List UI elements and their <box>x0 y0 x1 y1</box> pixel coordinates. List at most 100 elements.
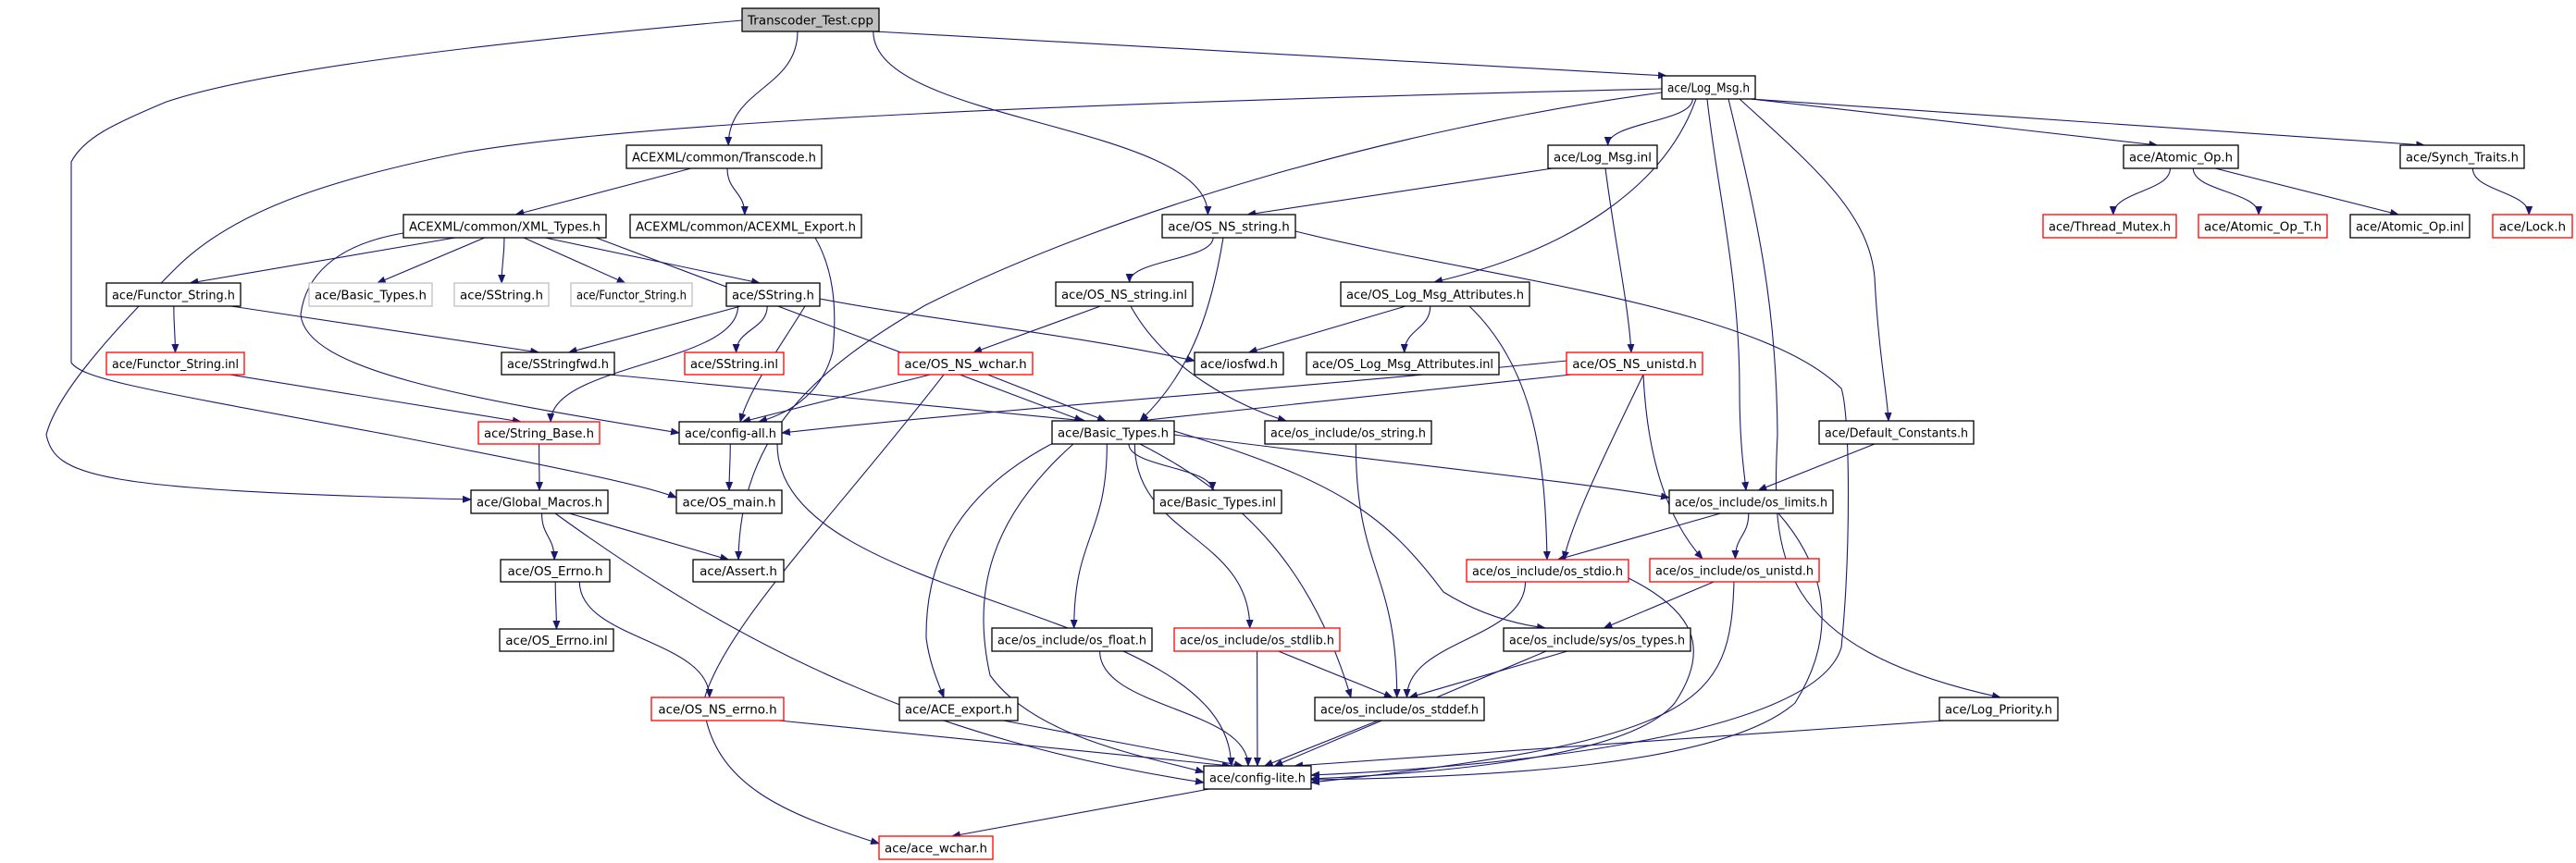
node-sys-os-types-h[interactable]: ace/os_include/sys/os_types.h <box>1503 627 1691 652</box>
node-box[interactable] <box>2492 214 2573 239</box>
node-os-unistd-h[interactable]: ace/os_include/os_unistd.h <box>1649 558 1820 583</box>
node-box[interactable] <box>1566 351 1703 376</box>
node-box[interactable] <box>1340 281 1530 307</box>
node-box[interactable] <box>898 351 1034 376</box>
node-box[interactable] <box>1649 558 1820 583</box>
node-os-log-msg-attributes-inl[interactable]: ace/OS_Log_Msg_Attributes.inl <box>1306 351 1500 376</box>
node-functor-string-inl[interactable]: ace/Functor_String.inl <box>105 351 245 376</box>
node-log-msg-h[interactable]: ace/Log_Msg.h <box>1661 75 1756 100</box>
node-basic-types-h-gray[interactable]: ace/Basic_Types.h <box>308 282 433 307</box>
node-box[interactable] <box>625 144 823 169</box>
node-iosfwd-h[interactable]: ace/iosfwd.h <box>1194 351 1284 376</box>
node-box[interactable] <box>684 351 785 376</box>
node-os-string-h[interactable]: ace/os_include/os_string.h <box>1264 420 1432 445</box>
node-atomic-op-inl[interactable]: ace/Atomic_Op.inl <box>2349 214 2471 239</box>
node-basic-types-h[interactable]: ace/Basic_Types.h <box>1051 420 1175 445</box>
node-box[interactable] <box>1547 144 1658 169</box>
node-box[interactable] <box>678 421 783 445</box>
node-box[interactable] <box>741 7 880 32</box>
node-os-limits-h[interactable]: ace/os_include/os_limits.h <box>1668 489 1834 514</box>
node-config-lite-h[interactable]: ace/config-lite.h <box>1203 765 1312 790</box>
node-box[interactable] <box>1161 214 1296 239</box>
node-box[interactable] <box>570 282 693 307</box>
node-sstring-inl[interactable]: ace/SString.inl <box>684 351 785 376</box>
node-basic-types-inl[interactable]: ace/Basic_Types.inl <box>1153 489 1282 514</box>
node-box[interactable] <box>2399 144 2525 169</box>
node-os-errno-h[interactable]: ace/OS_Errno.h <box>500 559 611 583</box>
node-box[interactable] <box>501 351 615 376</box>
node-box[interactable] <box>2042 214 2177 239</box>
node-box[interactable] <box>1503 627 1691 652</box>
node-sstring-h-gray[interactable]: ace/SString.h <box>453 282 550 307</box>
node-box[interactable] <box>692 559 785 583</box>
node-atomic-op-t-h[interactable]: ace/Atomic_Op_T.h <box>2198 214 2328 239</box>
node-box[interactable] <box>725 282 821 307</box>
node-ace-wchar-h[interactable]: ace/ace_wchar.h <box>878 835 994 860</box>
node-os-stdio-h[interactable]: ace/os_include/os_stdio.h <box>1466 559 1629 583</box>
node-box[interactable] <box>470 489 609 514</box>
node-os-ns-unistd-h[interactable]: ace/OS_NS_unistd.h <box>1566 351 1703 376</box>
node-log-msg-inl[interactable]: ace/Log_Msg.inl <box>1547 144 1658 169</box>
node-log-priority-h[interactable]: ace/Log_Priority.h <box>1938 697 2059 721</box>
node-box[interactable] <box>898 697 1019 721</box>
node-assert-h[interactable]: ace/Assert.h <box>692 559 785 583</box>
node-synch-traits-h[interactable]: ace/Synch_Traits.h <box>2399 144 2525 169</box>
node-atomic-op-h[interactable]: ace/Atomic_Op.h <box>2123 144 2239 169</box>
node-ace-export-h[interactable]: ace/ACE_export.h <box>898 697 1019 721</box>
node-box[interactable] <box>1264 420 1432 445</box>
node-box[interactable] <box>1153 489 1282 514</box>
node-box[interactable] <box>2123 144 2239 169</box>
node-box[interactable] <box>499 628 614 652</box>
node-box[interactable] <box>1203 765 1312 790</box>
node-os-ns-string-h[interactable]: ace/OS_NS_string.h <box>1161 214 1296 239</box>
node-box[interactable] <box>105 351 245 376</box>
node-os-ns-string-inl[interactable]: ace/OS_NS_string.inl <box>1055 281 1194 307</box>
node-box[interactable] <box>105 282 242 307</box>
node-box[interactable] <box>675 489 783 514</box>
node-functor-string-h-gray[interactable]: ace/Functor_String.h <box>570 282 693 307</box>
node-transcode-h[interactable]: ACEXML/common/Transcode.h <box>625 144 823 169</box>
node-root[interactable]: Transcoder_Test.cpp <box>741 7 880 32</box>
node-os-ns-errno-h[interactable]: ace/OS_NS_errno.h <box>650 697 785 721</box>
node-box[interactable] <box>477 421 601 445</box>
node-os-errno-inl[interactable]: ace/OS_Errno.inl <box>499 628 614 652</box>
node-box[interactable] <box>1306 351 1500 376</box>
node-config-all-h[interactable]: ace/config-all.h <box>678 421 783 445</box>
node-box[interactable] <box>1818 420 1975 445</box>
node-acexml-export-h[interactable]: ACEXML/common/ACEXML_Export.h <box>629 214 862 239</box>
node-box[interactable] <box>1173 627 1341 652</box>
node-box[interactable] <box>453 282 550 307</box>
node-box[interactable] <box>991 627 1153 652</box>
node-box[interactable] <box>629 214 862 239</box>
node-box[interactable] <box>308 282 433 307</box>
node-sstringfwd-h[interactable]: ace/SStringfwd.h <box>501 351 615 376</box>
node-os-ns-wchar-h[interactable]: ace/OS_NS_wchar.h <box>898 351 1034 376</box>
node-thread-mutex-h[interactable]: ace/Thread_Mutex.h <box>2042 214 2177 239</box>
node-xml-types-h[interactable]: ACEXML/common/XML_Types.h <box>402 214 607 239</box>
node-functor-string-h[interactable]: ace/Functor_String.h <box>105 282 242 307</box>
node-box[interactable] <box>2349 214 2471 239</box>
node-global-macros-h[interactable]: ace/Global_Macros.h <box>470 489 609 514</box>
node-os-stddef-h[interactable]: ace/os_include/os_stddef.h <box>1314 697 1485 721</box>
node-os-stdlib-h[interactable]: ace/os_include/os_stdlib.h <box>1173 627 1341 652</box>
node-box[interactable] <box>1661 75 1756 100</box>
node-string-base-h[interactable]: ace/String_Base.h <box>477 421 601 445</box>
node-box[interactable] <box>500 559 611 583</box>
node-box[interactable] <box>1314 697 1485 721</box>
node-box[interactable] <box>402 214 607 239</box>
node-os-log-msg-attributes-h[interactable]: ace/OS_Log_Msg_Attributes.h <box>1340 281 1530 307</box>
node-os-float-h[interactable]: ace/os_include/os_float.h <box>991 627 1153 652</box>
node-box[interactable] <box>1668 489 1834 514</box>
node-box[interactable] <box>1051 420 1175 445</box>
node-box[interactable] <box>1055 281 1194 307</box>
node-box[interactable] <box>878 835 994 860</box>
node-box[interactable] <box>1938 697 2059 721</box>
node-box[interactable] <box>1466 559 1629 583</box>
node-default-constants-h[interactable]: ace/Default_Constants.h <box>1818 420 1975 445</box>
node-box[interactable] <box>2198 214 2328 239</box>
node-box[interactable] <box>650 697 785 721</box>
node-os-main-h[interactable]: ace/OS_main.h <box>675 489 783 514</box>
node-lock-h[interactable]: ace/Lock.h <box>2492 214 2573 239</box>
node-sstring-h[interactable]: ace/SString.h <box>725 282 821 307</box>
node-box[interactable] <box>1194 351 1284 376</box>
